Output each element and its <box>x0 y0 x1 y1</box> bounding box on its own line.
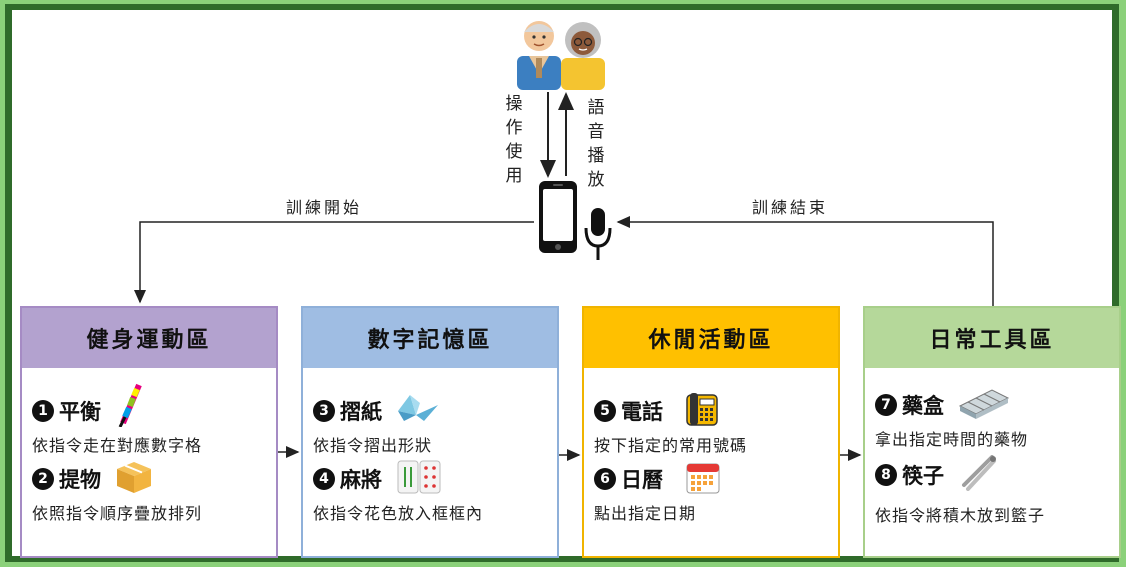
training-start-label: 訓練開始 <box>286 198 363 217</box>
item-name: 麻將 <box>340 468 382 492</box>
microphone-icon <box>582 206 614 262</box>
item-name: 筷子 <box>902 464 944 488</box>
item-name: 電話 <box>621 400 663 424</box>
item-description: 按下指定的常用號碼 <box>594 436 748 455</box>
tongs-icon <box>958 454 998 496</box>
item-description: 依指令摺出形狀 <box>313 436 433 455</box>
item-number: 1 <box>32 400 54 422</box>
item-number: 2 <box>32 468 54 490</box>
elderly-couple-icon <box>515 12 607 90</box>
item-name: 藥盒 <box>902 394 944 418</box>
mahjong-icon <box>396 459 442 500</box>
smartphone-icon <box>538 180 578 254</box>
item-number: 6 <box>594 468 616 490</box>
item-description: 依指令將積木放到籃子 <box>875 506 1046 525</box>
item-name: 平衡 <box>59 400 101 424</box>
item-number: 7 <box>875 394 897 416</box>
pill-box-icon <box>958 386 1010 425</box>
item-number: 5 <box>594 400 616 422</box>
item-number: 4 <box>313 468 335 490</box>
item-name: 摺紙 <box>340 400 382 424</box>
zone-title: 數字記憶區 <box>303 308 557 368</box>
item-description: 拿出指定時間的藥物 <box>875 430 1029 449</box>
item-number: 3 <box>313 400 335 422</box>
voice-label: 語音播放 <box>587 98 605 190</box>
calendar-icon <box>685 459 721 500</box>
zone-title: 健身運動區 <box>22 308 276 368</box>
item-description: 依指令走在對應數字格 <box>32 436 203 455</box>
item-number: 8 <box>875 464 897 486</box>
balance-stick-icon <box>115 383 145 432</box>
telephone-icon <box>685 391 719 432</box>
operate-label: 操作使用 <box>505 94 523 186</box>
box-icon <box>115 460 153 499</box>
item-description: 點出指定日期 <box>594 504 697 523</box>
training-end-label: 訓練結束 <box>752 198 829 217</box>
item-description: 依指令花色放入框框內 <box>313 504 484 523</box>
item-name: 日曆 <box>621 468 663 492</box>
item-description: 依照指令順序疊放排列 <box>32 504 203 523</box>
zone-title: 休閒活動區 <box>584 308 838 368</box>
paper-crane-icon <box>396 391 440 432</box>
zone-title: 日常工具區 <box>865 308 1119 368</box>
item-name: 提物 <box>59 468 101 492</box>
